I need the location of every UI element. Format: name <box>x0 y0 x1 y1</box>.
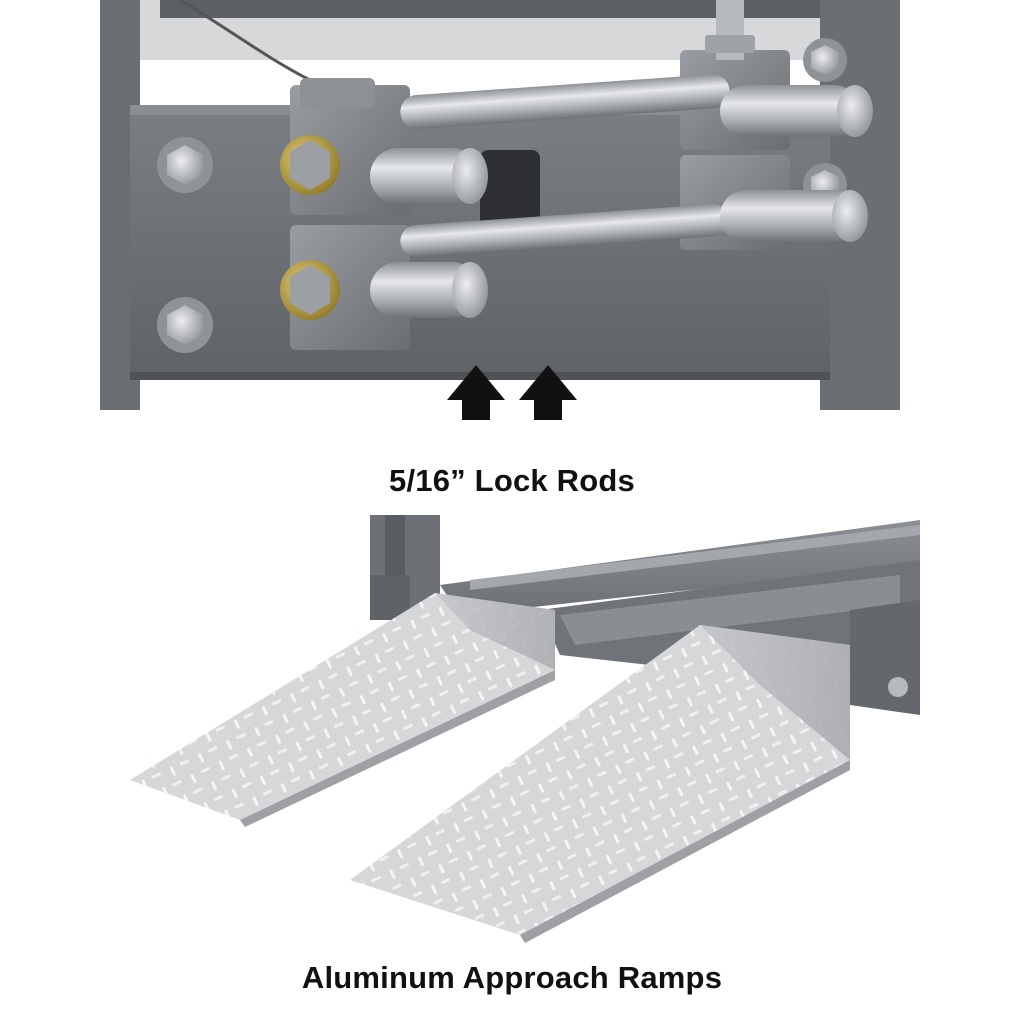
up-arrow-icon <box>519 365 577 420</box>
approach-ramps-photo <box>130 515 920 943</box>
up-arrow-icon <box>447 365 505 420</box>
approach-ramps-caption: Aluminum Approach Ramps <box>301 960 723 995</box>
lock-rods-photo <box>100 0 900 420</box>
lock-rods-caption: 5/16” Lock Rods <box>389 463 635 498</box>
